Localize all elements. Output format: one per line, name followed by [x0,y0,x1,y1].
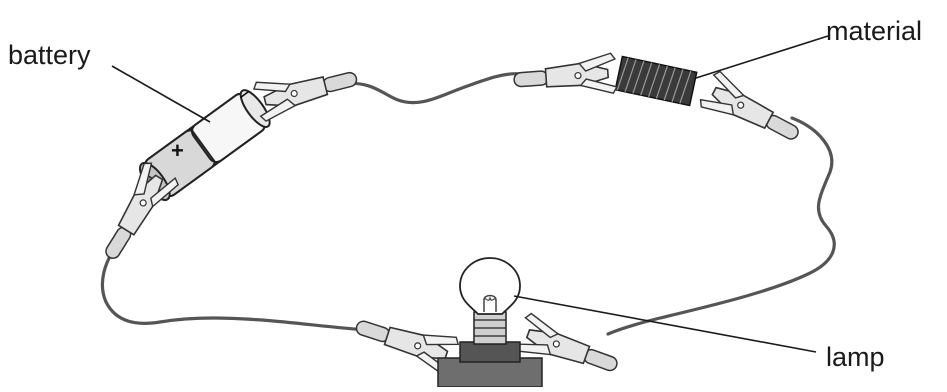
wire-left [100,242,370,332]
leader-lamp [513,295,817,353]
clip-material-right [696,68,808,154]
lamp [437,257,543,388]
label-material: material [826,16,922,46]
label-battery: battery [8,40,91,70]
clip-material-left [511,52,619,101]
clip-battery-negative [251,57,362,123]
battery-plus-sign: + [171,138,184,163]
leader-battery [111,65,211,123]
label-lamp: lamp [826,342,885,372]
material-coil [614,55,698,107]
wires [100,72,836,336]
wire-top [338,72,524,105]
wire-right [606,116,836,336]
leader-material [695,35,829,79]
